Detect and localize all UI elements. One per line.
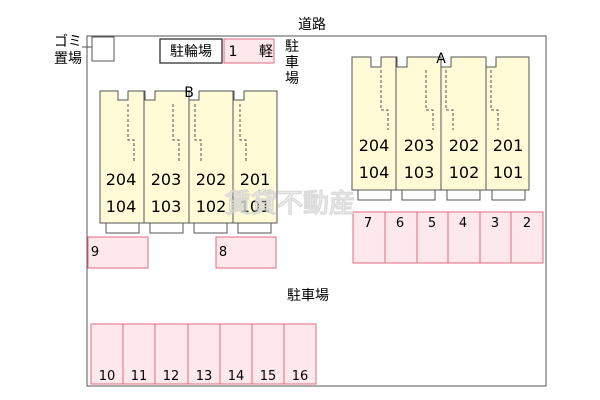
building-b-stair-4	[239, 104, 247, 162]
unit-b-204: 204	[106, 170, 137, 189]
building-b-porch-2	[149, 222, 184, 234]
unit-a-202: 202	[449, 136, 480, 155]
building-a-stair-2	[425, 70, 434, 130]
unit-b-201: 201	[240, 170, 271, 189]
building-a-porch-1	[357, 189, 392, 201]
parking-slot-1	[223, 38, 275, 64]
parking-slot-1-kei: 軽	[259, 44, 273, 60]
parking-vertical-label-3: 場	[285, 71, 299, 87]
parking-slot-14-number: 14	[228, 369, 245, 384]
parking-slot-2	[510, 211, 544, 264]
parking-slot-3	[479, 211, 512, 264]
building-a-porch-4	[491, 189, 526, 201]
parking-slot-8-number: 8	[219, 245, 227, 260]
parking-slot-7-number: 7	[364, 216, 372, 231]
parking-vertical-label-1: 駐	[285, 39, 299, 55]
parking-slot-10	[90, 323, 124, 385]
building-b-label: B	[184, 85, 194, 101]
parking-slot-12-number: 12	[163, 369, 180, 384]
parking-slot-1-number: 1	[229, 44, 238, 60]
parking-slot-8	[215, 236, 277, 269]
unit-b-203: 203	[151, 170, 182, 189]
parking-vertical-label-2: 車	[285, 54, 299, 71]
unit-b-202: 202	[196, 170, 227, 189]
garbage-label-line1: ゴミ	[54, 33, 82, 50]
parking-slot-11-number: 11	[131, 369, 148, 384]
unit-a-203: 203	[404, 136, 435, 155]
parking-slot-14	[219, 323, 253, 385]
building-a-stair-1	[380, 70, 389, 130]
parking-slot-4	[447, 211, 481, 264]
garbage-area	[91, 36, 115, 62]
unit-b-103: 103	[151, 197, 182, 216]
parking-slot-3-number: 3	[491, 216, 499, 231]
parking-main-label: 駐車場	[287, 287, 329, 304]
parking-bottom-row: 10 11 12 13 14 15 16	[90, 323, 317, 385]
unit-a-102: 102	[449, 163, 480, 182]
road-label: 道路	[298, 17, 326, 33]
watermark: 賃貸不動産	[224, 188, 355, 219]
building-a-label: A	[436, 51, 446, 67]
parking-slot-13	[187, 323, 221, 385]
parking-slot-16-number: 16	[292, 369, 309, 384]
parking-slot-9-number: 9	[91, 245, 99, 260]
building-b-porch-1	[105, 222, 140, 234]
building-a: A 204 203 202 201 104 103 102 101	[351, 51, 530, 201]
bicycle-parking	[159, 38, 223, 64]
parking-slot-7	[352, 211, 386, 264]
building-a-stair-4	[490, 70, 499, 130]
building-b: B 204 203 202 201 104 103 102 101	[99, 85, 278, 234]
parking-slot-4-number: 4	[459, 216, 467, 231]
building-b-stair-3	[194, 104, 202, 162]
parking-slot-6	[384, 211, 418, 264]
parking-slot-6-number: 6	[396, 216, 404, 231]
building-b-stair-2	[172, 104, 180, 162]
parking-slot-15-number: 15	[260, 369, 277, 384]
parking-slot-10-number: 10	[99, 369, 116, 384]
unit-a-201: 201	[493, 136, 524, 155]
parking-slot-5-number: 5	[428, 216, 436, 231]
building-b-porch-4	[237, 222, 272, 234]
unit-a-103: 103	[404, 163, 435, 182]
building-b-stair-1	[127, 104, 135, 162]
parking-slot-2-number: 2	[523, 216, 531, 231]
parking-slot-9	[87, 236, 149, 269]
garbage-label-line2: 置場	[54, 51, 82, 67]
parking-slot-12	[154, 323, 189, 385]
unit-b-102: 102	[196, 197, 227, 216]
unit-a-104: 104	[359, 163, 390, 182]
bicycle-parking-label: 駐輪場	[170, 43, 212, 60]
unit-b-104: 104	[106, 197, 137, 216]
unit-b-101: 101	[240, 197, 271, 216]
unit-a-101: 101	[493, 163, 524, 182]
building-b-porch-3	[193, 222, 228, 234]
parking-slot-13-number: 13	[196, 369, 213, 384]
building-a-porch-2	[401, 189, 436, 201]
unit-a-204: 204	[359, 136, 390, 155]
parking-slot-16	[283, 323, 317, 385]
building-a-porch-3	[446, 189, 481, 201]
parking-right-row: 7 6 5 4 3 2	[352, 211, 544, 264]
building-a-stair-3	[445, 70, 454, 130]
